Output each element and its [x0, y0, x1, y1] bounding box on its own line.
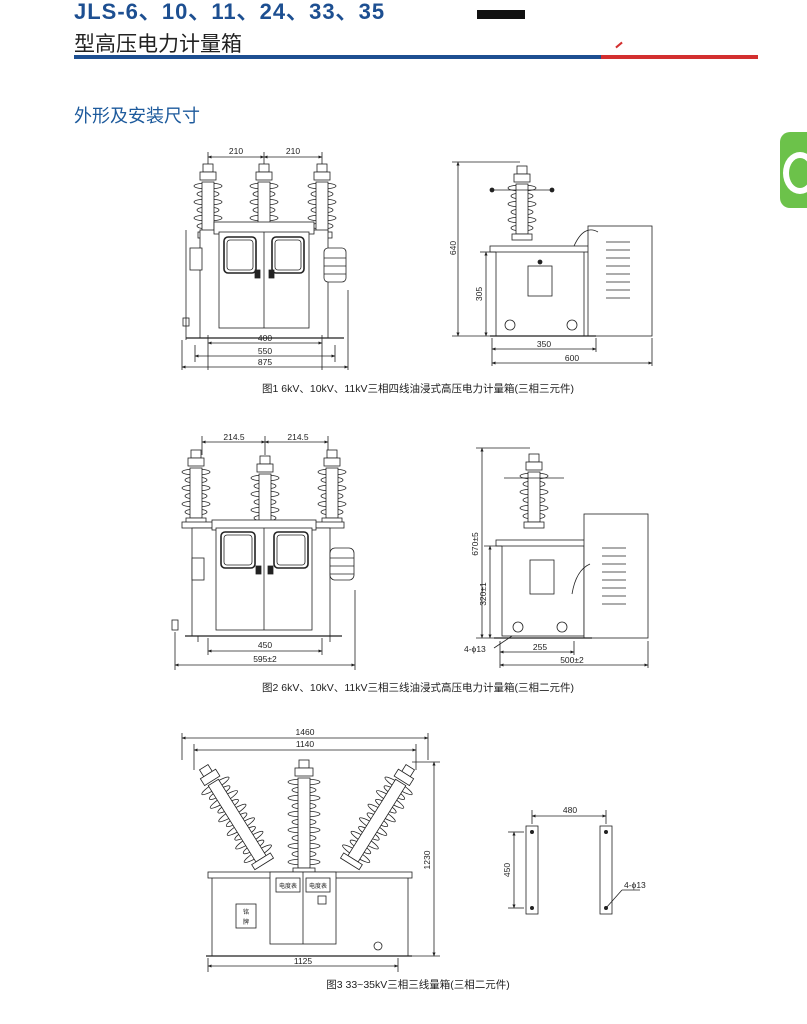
fig3-dim-height-total: 1230 [422, 850, 432, 869]
fig3-dim-1140: 1140 [296, 739, 315, 749]
model-line: JLS-6、10、11、24、33、35 [74, 0, 386, 24]
fig2-dim-450: 450 [258, 640, 272, 650]
fig2-dim-255: 255 [533, 642, 547, 652]
fig3-nameplate-line2: 牌 [243, 918, 249, 926]
fig2-dim-500: 500±2 [560, 655, 584, 665]
fig3-meter-label-left: 电度表 [279, 882, 297, 890]
fig2-dim-spacing-left: 214.5 [223, 432, 245, 442]
fig1-dim-height-total: 640 [448, 241, 458, 255]
fig2-dim-hole: 4-ϕ13 [464, 644, 486, 654]
figure3-caption: 图3 33~35kV三相三线量箱(三相二元件) [326, 978, 510, 991]
fig3-dim-1460: 1460 [296, 727, 315, 737]
fig1-dim-875: 875 [258, 357, 272, 367]
side-tab-icon [783, 152, 807, 194]
figure3-bracket-view [508, 810, 640, 915]
figure1-front-view [181, 152, 349, 370]
header-rule-blue [74, 55, 601, 59]
figure2-front-view [171, 436, 356, 670]
fig2-dim-spacing-right: 214.5 [287, 432, 309, 442]
section-title: 外形及安装尺寸 [74, 106, 200, 126]
fig2-dim-595: 595±2 [253, 654, 277, 664]
fig3-nameplate-line1: 铭 [243, 908, 249, 916]
figure2-caption: 图2 6kV、10kV、11kV三相三线油浸式高压电力计量箱(三相二元件) [262, 681, 574, 694]
fig1-dim-spacing-left: 210 [229, 146, 243, 156]
fig1-dim-height-tank: 305 [474, 287, 484, 301]
fig3-dim-hole: 4-ϕ13 [624, 880, 646, 890]
figure3-front-view [181, 733, 440, 972]
fig1-dim-600: 600 [565, 353, 579, 363]
fig3-dim-450: 450 [502, 863, 512, 877]
side-tab[interactable] [780, 132, 807, 208]
page-title: 型高压电力计量箱 [74, 33, 242, 56]
figure2-side-view [476, 447, 649, 668]
header-rule-red [601, 55, 758, 59]
fig1-dim-spacing-right: 210 [286, 146, 300, 156]
fig1-dim-550: 550 [258, 346, 272, 356]
fig2-dim-height-total: 670±5 [470, 532, 480, 556]
header-black-tab [477, 10, 525, 19]
fig1-dim-350: 350 [537, 339, 551, 349]
fig3-dim-480: 480 [563, 805, 577, 815]
fig3-meter-label-right: 电度表 [309, 882, 327, 890]
figure1-caption: 图1 6kV、10kV、11kV三相四线油浸式高压电力计量箱(三相三元件) [262, 382, 574, 395]
fig2-dim-height-tank: 320±1 [478, 582, 488, 606]
fig1-dim-400: 400 [258, 333, 272, 343]
figure1-side-view [452, 161, 653, 366]
fig3-dim-1125: 1125 [294, 956, 313, 966]
